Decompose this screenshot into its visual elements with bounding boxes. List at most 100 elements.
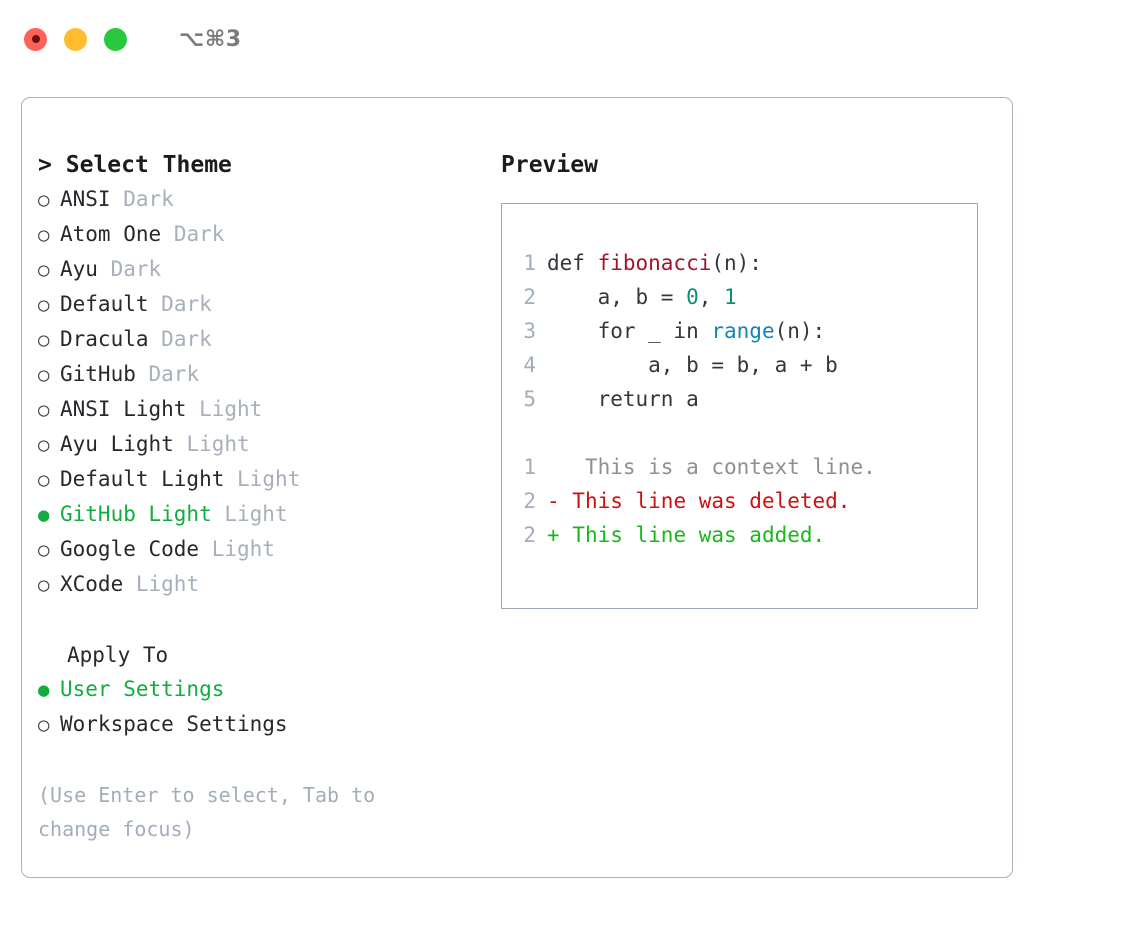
radio-unselected-icon: ○: [38, 224, 50, 246]
diff-line-number: 1: [523, 455, 536, 479]
code-line-number: 2: [523, 285, 536, 309]
spacer: [174, 427, 187, 461]
radio-unselected-icon: ○: [38, 399, 50, 421]
theme-option-ayu-light[interactable]: ○Ayu Light Light: [38, 427, 498, 462]
radio-unselected-icon: ○: [38, 574, 50, 596]
title-bar: ⌥⌘3: [0, 0, 1140, 78]
theme-option-variant: Dark: [148, 362, 200, 386]
main-panel: > Select Theme ○ANSI Dark○Atom One Dark○…: [21, 97, 1013, 878]
theme-option-dracula[interactable]: ○Dracula Dark: [38, 322, 498, 357]
theme-option-google-code[interactable]: ○ Google Code Light: [38, 532, 498, 567]
code-line-text: def fibonacci(n):: [547, 246, 762, 280]
spacer: [186, 392, 199, 426]
code-token-plain: ,: [698, 285, 725, 309]
theme-option-variant: Dark: [161, 292, 212, 316]
diff-line-number: 2: [523, 523, 536, 547]
diff-line-text: This line was deleted.: [559, 489, 851, 513]
traffic-lights: [24, 27, 127, 51]
theme-option-variant: Dark: [123, 187, 174, 211]
theme-option-default-light[interactable]: ○Default Light Light: [38, 462, 498, 497]
minimize-window-icon[interactable]: [64, 27, 87, 51]
theme-option-ansi[interactable]: ○ANSI Dark: [38, 182, 498, 217]
code-spacer: [514, 416, 977, 450]
theme-option-variant: Dark: [110, 257, 162, 281]
theme-selector-column: > Select Theme ○ANSI Dark○Atom One Dark○…: [38, 148, 498, 846]
theme-option-variant: Dark: [161, 327, 212, 351]
code-token-plain: a, b =: [547, 285, 687, 309]
theme-option-github-light[interactable]: ●GitHub Light Light: [38, 497, 498, 532]
diff-line-number: 2: [523, 489, 536, 513]
keyboard-shortcut-label: ⌥⌘3: [179, 26, 242, 52]
theme-option-variant: Light: [186, 432, 250, 456]
radio-selected-icon: ●: [38, 679, 50, 701]
code-line-number: 4: [523, 353, 536, 377]
code-line-text: a, b = 0, 1: [547, 280, 737, 314]
apply-to-option-workspace-settings[interactable]: ○Workspace Settings: [38, 707, 498, 742]
radio-unselected-icon: ○: [38, 329, 50, 351]
spacer: [136, 357, 149, 391]
radio-unselected-icon: ○: [38, 539, 50, 561]
code-line-text: a, b = b, a + b: [547, 348, 838, 382]
code-token-fn: fibonacci: [597, 251, 712, 275]
diff-line-body: This is a context line.: [547, 450, 876, 484]
radio-unselected-icon: ○: [38, 259, 50, 281]
theme-option-label: Atom One: [60, 222, 162, 246]
theme-option-ayu[interactable]: ○ Ayu Dark: [38, 252, 498, 287]
diff-marker: -: [547, 489, 560, 513]
spacer: [161, 217, 174, 251]
spacer: [123, 567, 136, 601]
theme-option-variant: Light: [211, 537, 275, 561]
code-token-plain: a, b = b, a + b: [547, 353, 838, 377]
diff-line-text: This line was added.: [559, 523, 826, 547]
code-token-call: range: [711, 319, 775, 343]
preview-heading: Preview: [501, 152, 598, 178]
theme-option-label: GitHub: [60, 362, 136, 386]
diff-line-body: + This line was added.: [547, 518, 825, 552]
select-theme-heading-label: Select Theme: [65, 152, 232, 178]
apply-to-option-label: User Settings: [60, 677, 225, 701]
close-window-icon[interactable]: [24, 27, 47, 51]
select-theme-heading: > Select Theme: [38, 148, 498, 182]
radio-unselected-icon: ○: [38, 189, 50, 211]
spacer: [199, 532, 212, 566]
spacer: [212, 497, 225, 531]
apply-to-option-user-settings[interactable]: ● User Settings: [38, 672, 498, 707]
theme-option-atom-one[interactable]: ○ Atom One Dark: [38, 217, 498, 252]
code-token-plain: def: [547, 251, 598, 275]
maximize-window-icon[interactable]: [104, 27, 127, 51]
diff-line-add: 2 + This line was added.: [514, 518, 977, 552]
theme-option-label: Ayu: [60, 257, 98, 281]
code-line-text: for _ in range(n):: [547, 314, 826, 348]
code-token-plain: (n):: [774, 319, 826, 343]
theme-option-github[interactable]: ○GitHub Dark: [38, 357, 498, 392]
apply-to-list: ● User Settings ○Workspace Settings: [38, 672, 498, 742]
theme-option-label: Google Code: [60, 537, 200, 561]
diff-line-text: This is a context line.: [559, 455, 876, 479]
radio-unselected-icon: ○: [38, 434, 50, 456]
theme-option-variant: Light: [135, 572, 200, 596]
spacer: [98, 252, 111, 286]
code-token-num: 1: [724, 285, 737, 309]
theme-option-label: Default Light: [60, 467, 225, 491]
theme-option-default[interactable]: ○Default Dark: [38, 287, 498, 322]
diff-line-del: 2- This line was deleted.: [514, 484, 977, 518]
code-line-number: 5: [523, 387, 536, 411]
code-line: 2 a, b = 0, 1: [514, 280, 977, 314]
theme-option-ansi-light[interactable]: ○ANSI Light Light: [38, 392, 498, 427]
theme-option-label: ANSI Light: [60, 397, 187, 421]
theme-option-variant: Dark: [173, 222, 225, 246]
caret-icon: >: [38, 152, 52, 178]
theme-option-xcode[interactable]: ○XCode Light: [38, 567, 498, 602]
radio-unselected-icon: ○: [38, 294, 50, 316]
spacer: [224, 462, 237, 496]
diff-line-body: - This line was deleted.: [547, 484, 850, 518]
code-token-plain: (n):: [711, 251, 762, 275]
theme-option-label: GitHub Light: [60, 502, 212, 526]
apply-to-option-label: Workspace Settings: [60, 712, 288, 736]
radio-unselected-icon: ○: [38, 469, 50, 491]
spacer: [149, 287, 162, 321]
diff-marker: +: [547, 523, 560, 547]
